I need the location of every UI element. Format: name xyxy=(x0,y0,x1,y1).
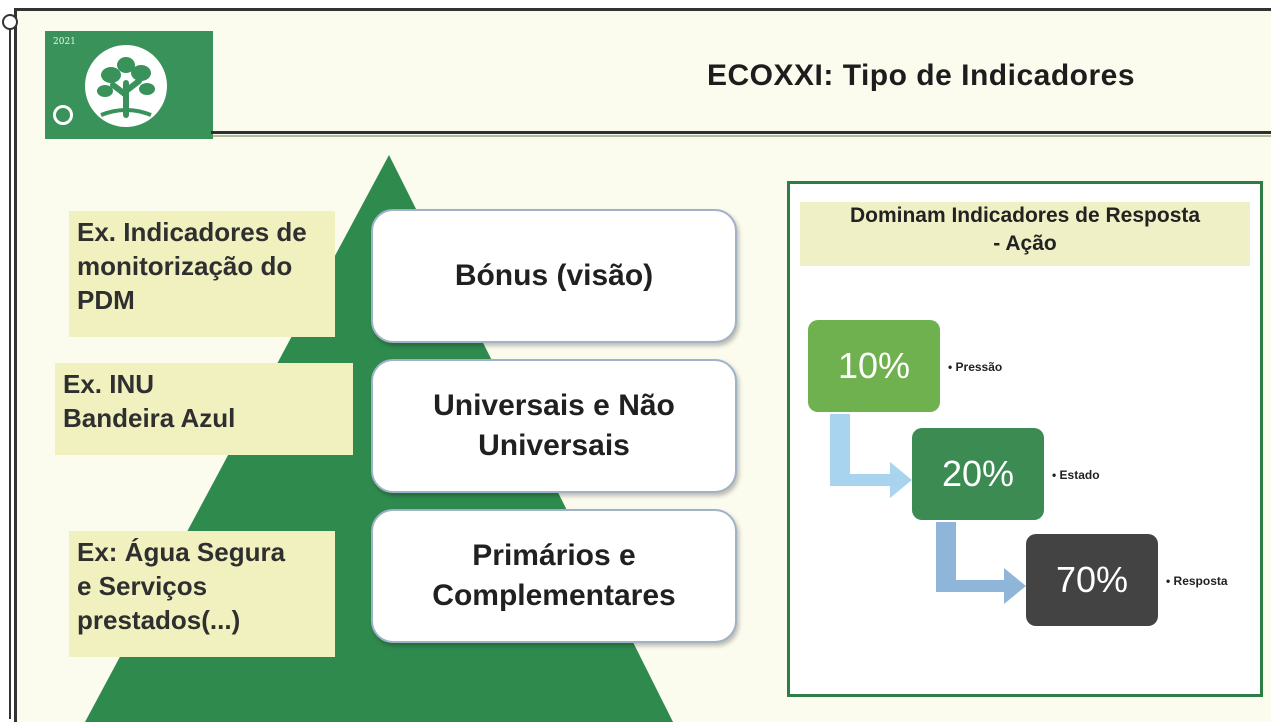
tier-card-bonus: Bónus (visão) xyxy=(371,209,737,343)
tier-example-primarios: Ex: Água Segura e Serviços prestados(...… xyxy=(69,531,335,657)
tier-example-universais: Ex. INU Bandeira Azul xyxy=(55,363,353,455)
tier-example-bonus: Ex. Indicadores de monitorização do PDM xyxy=(69,211,335,337)
panel-heading-line: Dominam Indicadores de Resposta xyxy=(849,204,1201,227)
percent-label-estado: • Estado xyxy=(1052,468,1100,482)
percent-box-estado: 20% xyxy=(912,428,1044,520)
example-line: prestados(...) xyxy=(77,605,241,635)
logo-year: 2021 xyxy=(53,37,76,47)
tier-label: Universais e Não xyxy=(433,389,675,422)
arrow-icon xyxy=(936,522,1026,604)
panel-heading-line: - Ação xyxy=(993,232,1057,255)
header-divider xyxy=(211,131,1271,134)
tier-label: Bónus (visão) xyxy=(454,259,654,292)
slide-title: ECOXXI: Tipo de Indicadores xyxy=(707,59,1136,92)
example-line: monitorização do xyxy=(77,251,293,281)
example-line: Ex. INU xyxy=(63,369,155,399)
logo-tree-icon xyxy=(85,45,167,127)
example-line: Bandeira Azul xyxy=(63,403,236,433)
logo-mark-icon xyxy=(53,105,73,125)
tier-label: Universais xyxy=(478,429,630,462)
percent-label-pressao: • Pressão xyxy=(948,360,1003,374)
example-line: e Serviços xyxy=(77,571,208,601)
indicator-distribution-panel: Dominam Indicadores de Resposta - Ação 1… xyxy=(787,181,1263,697)
slide: 2021 ECOXXI: Tipo de Indicadores Ex. Ind… xyxy=(14,8,1271,722)
tier-card-primarios: Primários e Complementares xyxy=(371,509,737,643)
ecoxxi-logo: 2021 xyxy=(45,31,213,139)
example-line: Ex. Indicadores de xyxy=(77,217,307,247)
arrow-icon xyxy=(830,414,912,498)
percent-label-resposta: • Resposta xyxy=(1166,574,1228,588)
example-line: PDM xyxy=(77,285,135,315)
pin-line xyxy=(9,28,11,719)
percent-box-pressao: 10% xyxy=(808,320,940,412)
tier-card-universais: Universais e Não Universais xyxy=(371,359,737,493)
tier-label: Primários e xyxy=(472,539,636,572)
panel-heading: Dominam Indicadores de Resposta - Ação xyxy=(800,202,1250,266)
header-divider-shadow xyxy=(211,135,1271,137)
percent-box-resposta: 70% xyxy=(1026,534,1158,626)
example-line: Ex: Água Segura xyxy=(77,537,286,567)
flow-arrows xyxy=(830,414,1026,604)
tier-label: Complementares xyxy=(432,579,676,612)
